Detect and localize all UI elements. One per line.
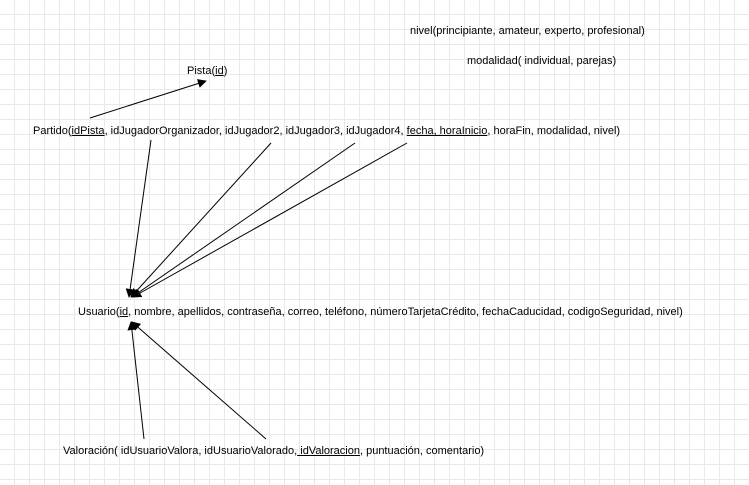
- partido-pk-idpista: idPista: [71, 125, 105, 137]
- valoracion-entity: Valoración( idUsuarioValora, idUsuarioVa…: [63, 444, 484, 458]
- valoracion-name: Valoración( idUsuarioValora, idUsuarioVa…: [63, 445, 298, 457]
- usuario-name: Usuario(: [78, 306, 120, 318]
- usuario-entity: Usuario(id, nombre, apellidos, contraseñ…: [78, 305, 683, 319]
- pista-name: Pista(: [187, 65, 216, 77]
- pista-close: ): [223, 65, 228, 77]
- arrow-valora-usuario: [127, 321, 145, 440]
- usuario-rest: , nombre, apellidos, contraseña, correo,…: [128, 306, 683, 318]
- arrow-jugador3-usuario: [131, 142, 356, 298]
- nivel-annotation: nivel(principiante, amateur, experto, pr…: [410, 25, 645, 37]
- partido-fields: , idJugadorOrganizador, idJugador2, idJu…: [104, 125, 407, 137]
- modalidad-annotation: modalidad( individual, parejas): [467, 55, 617, 67]
- partido-rest: , horaFin, modalidad, nivel): [487, 125, 621, 137]
- arrow-organizador-usuario: [125, 139, 152, 298]
- pista-entity: Pista(id): [187, 64, 227, 78]
- arrow-jugador2-usuario: [130, 142, 272, 298]
- partido-pk-fecha-hora: fecha, horaInicio: [406, 125, 488, 137]
- partido-name: Partido(: [33, 125, 72, 137]
- pista-pk: id: [215, 65, 224, 77]
- valoracion-rest: , puntuación, comentario): [359, 445, 485, 457]
- valoracion-pk: idValoracion: [297, 445, 360, 457]
- arrow-valorado-usuario: [131, 321, 267, 440]
- arrow-partido-pista: [89, 79, 207, 119]
- usuario-pk: id: [119, 306, 129, 318]
- partido-entity: Partido(idPista, idJugadorOrganizador, i…: [33, 124, 620, 138]
- arrow-jugador4-usuario: [132, 142, 408, 298]
